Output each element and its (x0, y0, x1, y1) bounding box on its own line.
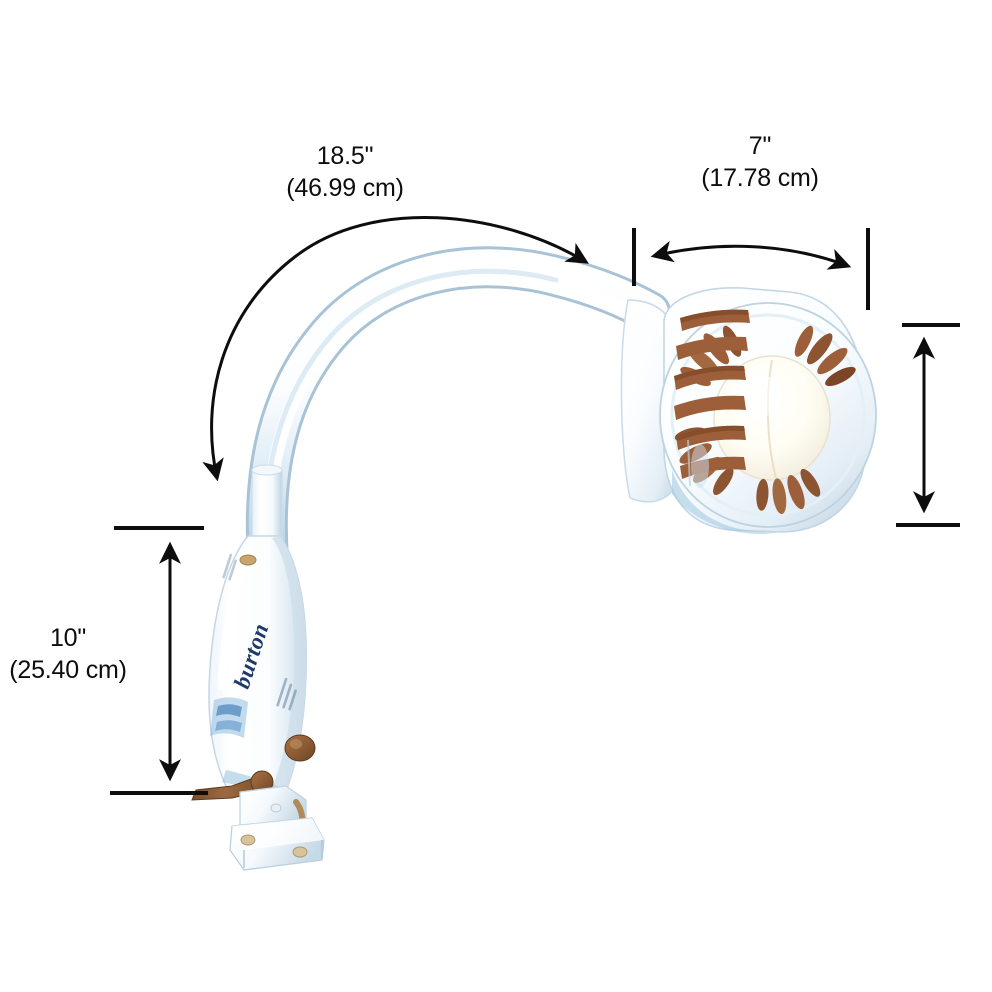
dimension-label-arm-length-inches: 18.5" (316, 142, 374, 170)
dimension-label-head-diameter-cm: (17.78 cm) (701, 164, 819, 192)
dimension-arrow-arm-length (202, 216, 589, 482)
dimension-label-post-height-cm: (25.40 cm) (9, 656, 127, 684)
dimension-label-post-height-inches: 10" (49, 624, 87, 652)
dimension-label-arm-length: 18.5" (46.99 cm) (286, 140, 404, 204)
dimension-extension-lines-head-height (896, 323, 960, 527)
mounting-bracket (229, 785, 325, 871)
lamp-head (659, 287, 877, 535)
lamp-lens (713, 355, 831, 481)
dimension-extension-lines-post-height (110, 526, 208, 795)
dimension-label-arm-length-cm: (46.99 cm) (286, 174, 404, 202)
tension-knob (284, 734, 316, 762)
dimension-label-head-diameter: 7" (17.78 cm) (701, 130, 819, 194)
dimension-label-post-height: 10" (25.40 cm) (9, 622, 127, 686)
dimension-extension-lines-head-width (632, 228, 870, 310)
product-sticker (210, 697, 248, 738)
vent-slots-side (674, 309, 750, 479)
dimension-label-head-diameter-inches: 7" (748, 132, 772, 160)
dimension-arrow-head-width (650, 240, 852, 270)
